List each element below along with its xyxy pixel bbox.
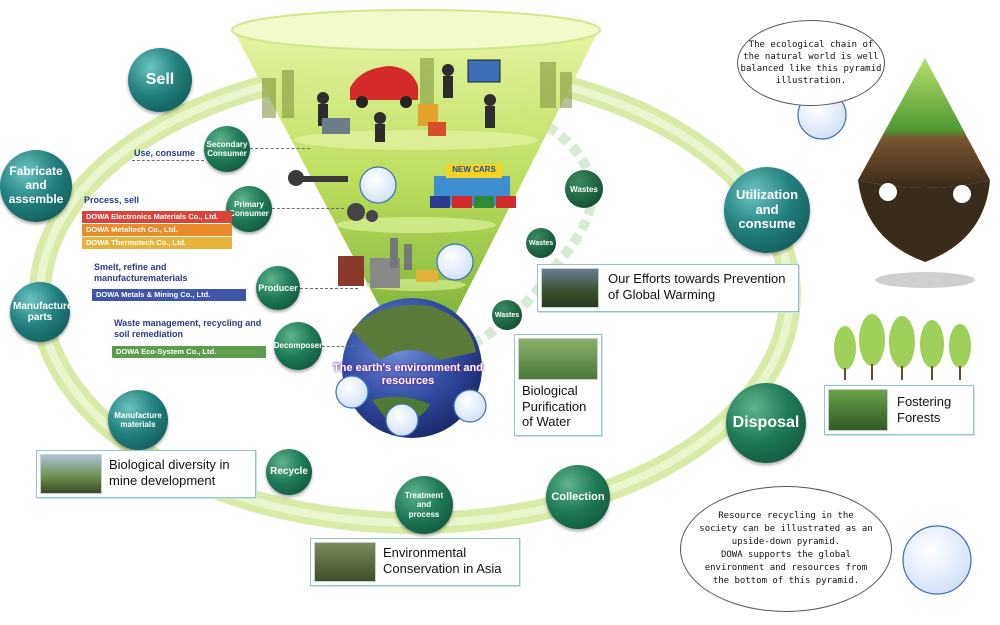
forest-trees xyxy=(834,314,971,370)
leader-line-decomposer xyxy=(322,346,354,347)
wastes-badge-1: Wastes xyxy=(565,170,603,208)
company-metals-mining: DOWA Metals & Mining Co., Ltd. xyxy=(92,289,246,301)
card-asia[interactable]: Environmental Conservation in Asia xyxy=(310,538,520,586)
people-figures xyxy=(317,64,496,142)
funnel-band-1 xyxy=(294,130,538,150)
city-scene xyxy=(262,58,572,118)
laptop xyxy=(322,118,350,134)
funnel-rim xyxy=(231,9,601,51)
asia-photo xyxy=(314,542,376,582)
card-mine[interactable]: Biological diversity in mine development xyxy=(36,450,256,498)
manufacture-materials-label: Manufacture materials xyxy=(114,410,162,429)
dealer-cars xyxy=(430,196,516,208)
forests-text: Fostering Forests xyxy=(897,394,952,425)
wastes-badge-3: Wastes xyxy=(492,300,522,330)
company-electronics: DOWA Electronics Materials Co., Ltd. xyxy=(82,211,232,223)
earth-label: The earth's environment and resources xyxy=(333,362,483,387)
producer-node[interactable]: Producer xyxy=(256,266,300,310)
manufacture-parts-label: Manufacture parts xyxy=(13,300,73,324)
disposal-label: Disposal xyxy=(732,413,800,431)
leader-line-secondary-right xyxy=(250,148,310,149)
waste-management-label: Waste management, recycling and soil rem… xyxy=(114,318,274,341)
leader-line-producer xyxy=(300,288,358,289)
use-consume-label: Use, consume xyxy=(134,148,196,158)
manufacture-materials-node[interactable]: Manufacture materials xyxy=(108,390,168,450)
process-sell-label: Process, sell xyxy=(84,195,140,205)
primary-consumer-node[interactable]: Primary Consumer xyxy=(226,186,272,232)
secondary-consumer-node[interactable]: Secondary Consumer xyxy=(204,126,250,172)
forests-photo xyxy=(828,389,888,431)
smelt-refine-text: Smelt, refine and manufacturematerials xyxy=(94,262,188,284)
disposal-node[interactable]: Disposal xyxy=(726,383,806,463)
global-warming-text: Our Efforts towards Prevention of Global… xyxy=(608,271,786,302)
boxes xyxy=(418,104,438,126)
recycle-node[interactable]: Recycle xyxy=(266,449,312,495)
earth-land xyxy=(352,305,476,360)
company-metaltech: DOWA Metaltech Co., Ltd. xyxy=(82,224,232,236)
fabricate-node[interactable]: Fabricate and assemble xyxy=(0,150,72,222)
funnel-band-2 xyxy=(336,217,496,233)
collection-node[interactable]: Collection xyxy=(546,465,610,529)
robot-arm xyxy=(288,170,378,222)
eco-pyramid xyxy=(858,58,990,188)
recycling-text: Resource recycling in the society can be… xyxy=(699,510,873,587)
asia-text: Environmental Conservation in Asia xyxy=(383,545,502,576)
waste-management-text: Waste management, recycling and soil rem… xyxy=(114,318,262,340)
new-cars-sign: NEW CARS xyxy=(452,165,496,174)
speech-bubble-ecological: The ecological chain of the natural worl… xyxy=(737,20,885,106)
decomposer-label: Decomposer xyxy=(273,341,323,351)
red-car xyxy=(350,66,418,100)
utilization-node[interactable]: Utilization and consume xyxy=(724,167,810,253)
primary-consumer-label: Primary Consumer xyxy=(229,199,269,218)
leader-line-primary xyxy=(272,208,344,209)
card-water[interactable]: Biological Purification of Water xyxy=(514,334,602,436)
card-global-warming[interactable]: Our Efforts towards Prevention of Global… xyxy=(537,264,799,312)
water-text: Biological Purification of Water xyxy=(522,383,587,430)
tv xyxy=(467,59,501,83)
sell-node[interactable]: Sell xyxy=(128,48,192,112)
collection-label: Collection xyxy=(551,490,605,503)
utilization-label: Utilization and consume xyxy=(735,186,799,232)
decomposer-node[interactable]: Decomposer xyxy=(274,322,322,370)
eco-pyramid-shadow xyxy=(875,272,975,288)
treatment-node[interactable]: Treatment and process xyxy=(395,476,453,534)
leader-line-secondary xyxy=(132,160,204,161)
secondary-consumer-label: Secondary Consumer xyxy=(206,139,248,158)
water-photo xyxy=(518,338,598,380)
factory xyxy=(338,238,438,288)
company-thermotech: DOWA Thermotech Co., Ltd. xyxy=(82,237,232,249)
mine-photo xyxy=(40,454,102,494)
smelt-refine-label: Smelt, refine and manufacturematerials xyxy=(94,262,214,285)
manufacture-parts-node[interactable]: Manufacture parts xyxy=(10,282,73,342)
treatment-label: Treatment and process xyxy=(404,491,444,519)
wastes-badge-2: Wastes xyxy=(526,228,556,258)
producer-label: Producer xyxy=(258,282,298,293)
company-eco-system: DOWA Eco-System Co., Ltd. xyxy=(112,346,266,358)
fabricate-label: Fabricate and assemble xyxy=(8,164,64,206)
speech-bubble-recycling: Resource recycling in the society can be… xyxy=(680,486,892,612)
global-warming-photo xyxy=(541,268,599,308)
mine-text: Biological diversity in mine development xyxy=(109,457,230,488)
recycle-label: Recycle xyxy=(270,466,308,478)
ecological-text: The ecological chain of the natural worl… xyxy=(740,39,882,87)
sell-label: Sell xyxy=(145,70,175,88)
card-forests[interactable]: Fostering Forests xyxy=(824,385,974,435)
